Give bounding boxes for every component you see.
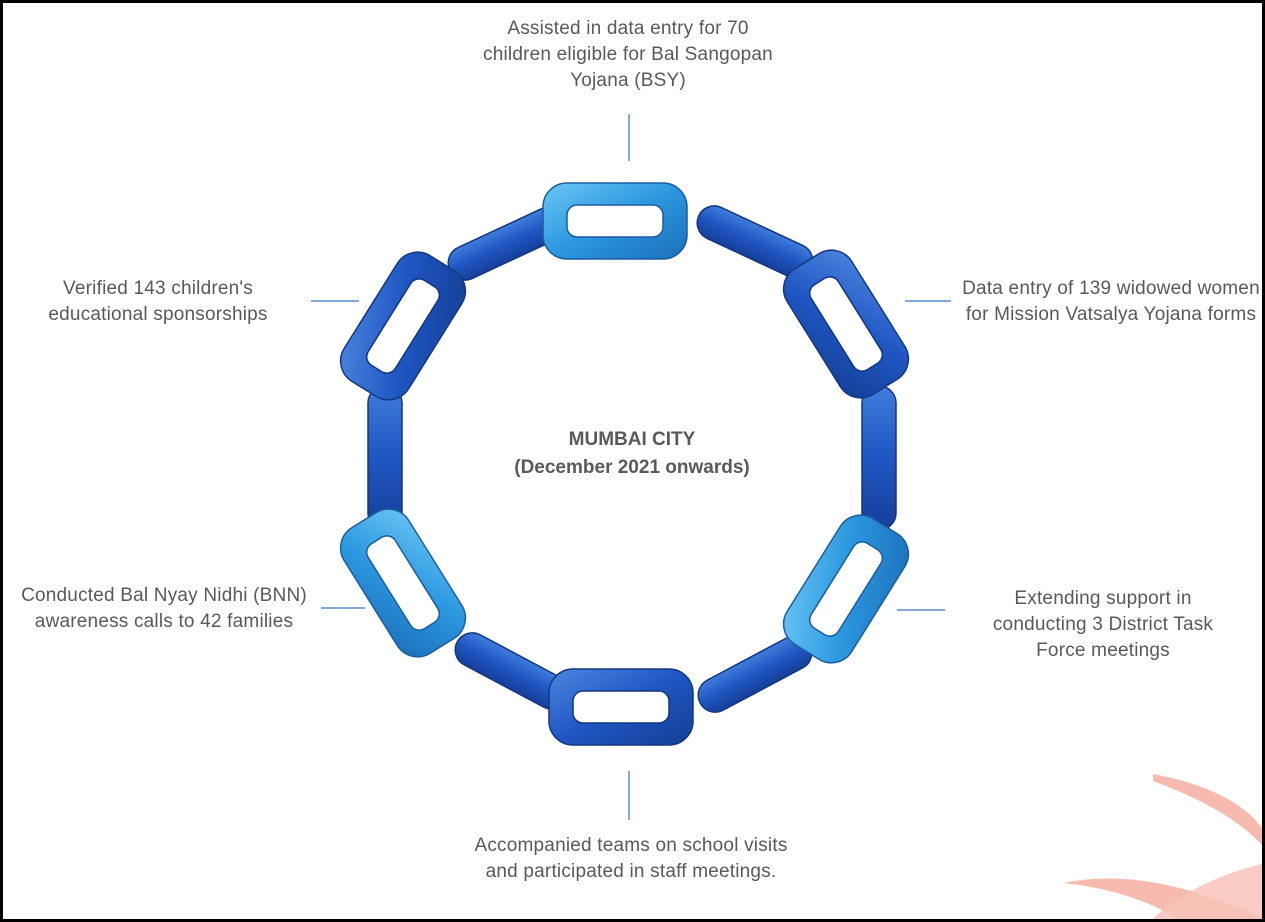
- activity-right-top: Data entry of 139 widowed women for Miss…: [962, 278, 1260, 325]
- activity-bottom: Accompanied teams on school visits and p…: [474, 835, 788, 882]
- activity-right-bottom: Extending support in conducting 3 Distri…: [992, 588, 1214, 661]
- activity-left-bottom: Conducted Bal Nyay Nidhi (BNN) awareness…: [21, 585, 307, 632]
- watermark-swoosh: [1063, 774, 1262, 919]
- connector-lines: [311, 114, 951, 820]
- chain-link-lower-left: [339, 508, 467, 658]
- chain-link-bottom: [548, 668, 694, 746]
- chain-diagram: [311, 114, 1262, 919]
- activity-left-top: Verified 143 children's educational spon…: [48, 278, 268, 325]
- chain-link-lower-right: [782, 514, 910, 664]
- chain-link-upper-right: [782, 249, 910, 399]
- chain-link-upper-left: [339, 251, 467, 401]
- chain-bar-left: [367, 385, 403, 531]
- center-title: MUMBAI CITY: [568, 429, 696, 450]
- activity-top: Assisted in data entry for 70 children e…: [483, 18, 773, 91]
- chain-bar-right: [861, 385, 897, 531]
- chain-link-top: [542, 182, 688, 260]
- center-label: MUMBAI CITY (December 2021 onwards): [482, 426, 782, 482]
- center-subtitle: (December 2021 onwards): [514, 457, 750, 478]
- chain-links: [339, 182, 910, 746]
